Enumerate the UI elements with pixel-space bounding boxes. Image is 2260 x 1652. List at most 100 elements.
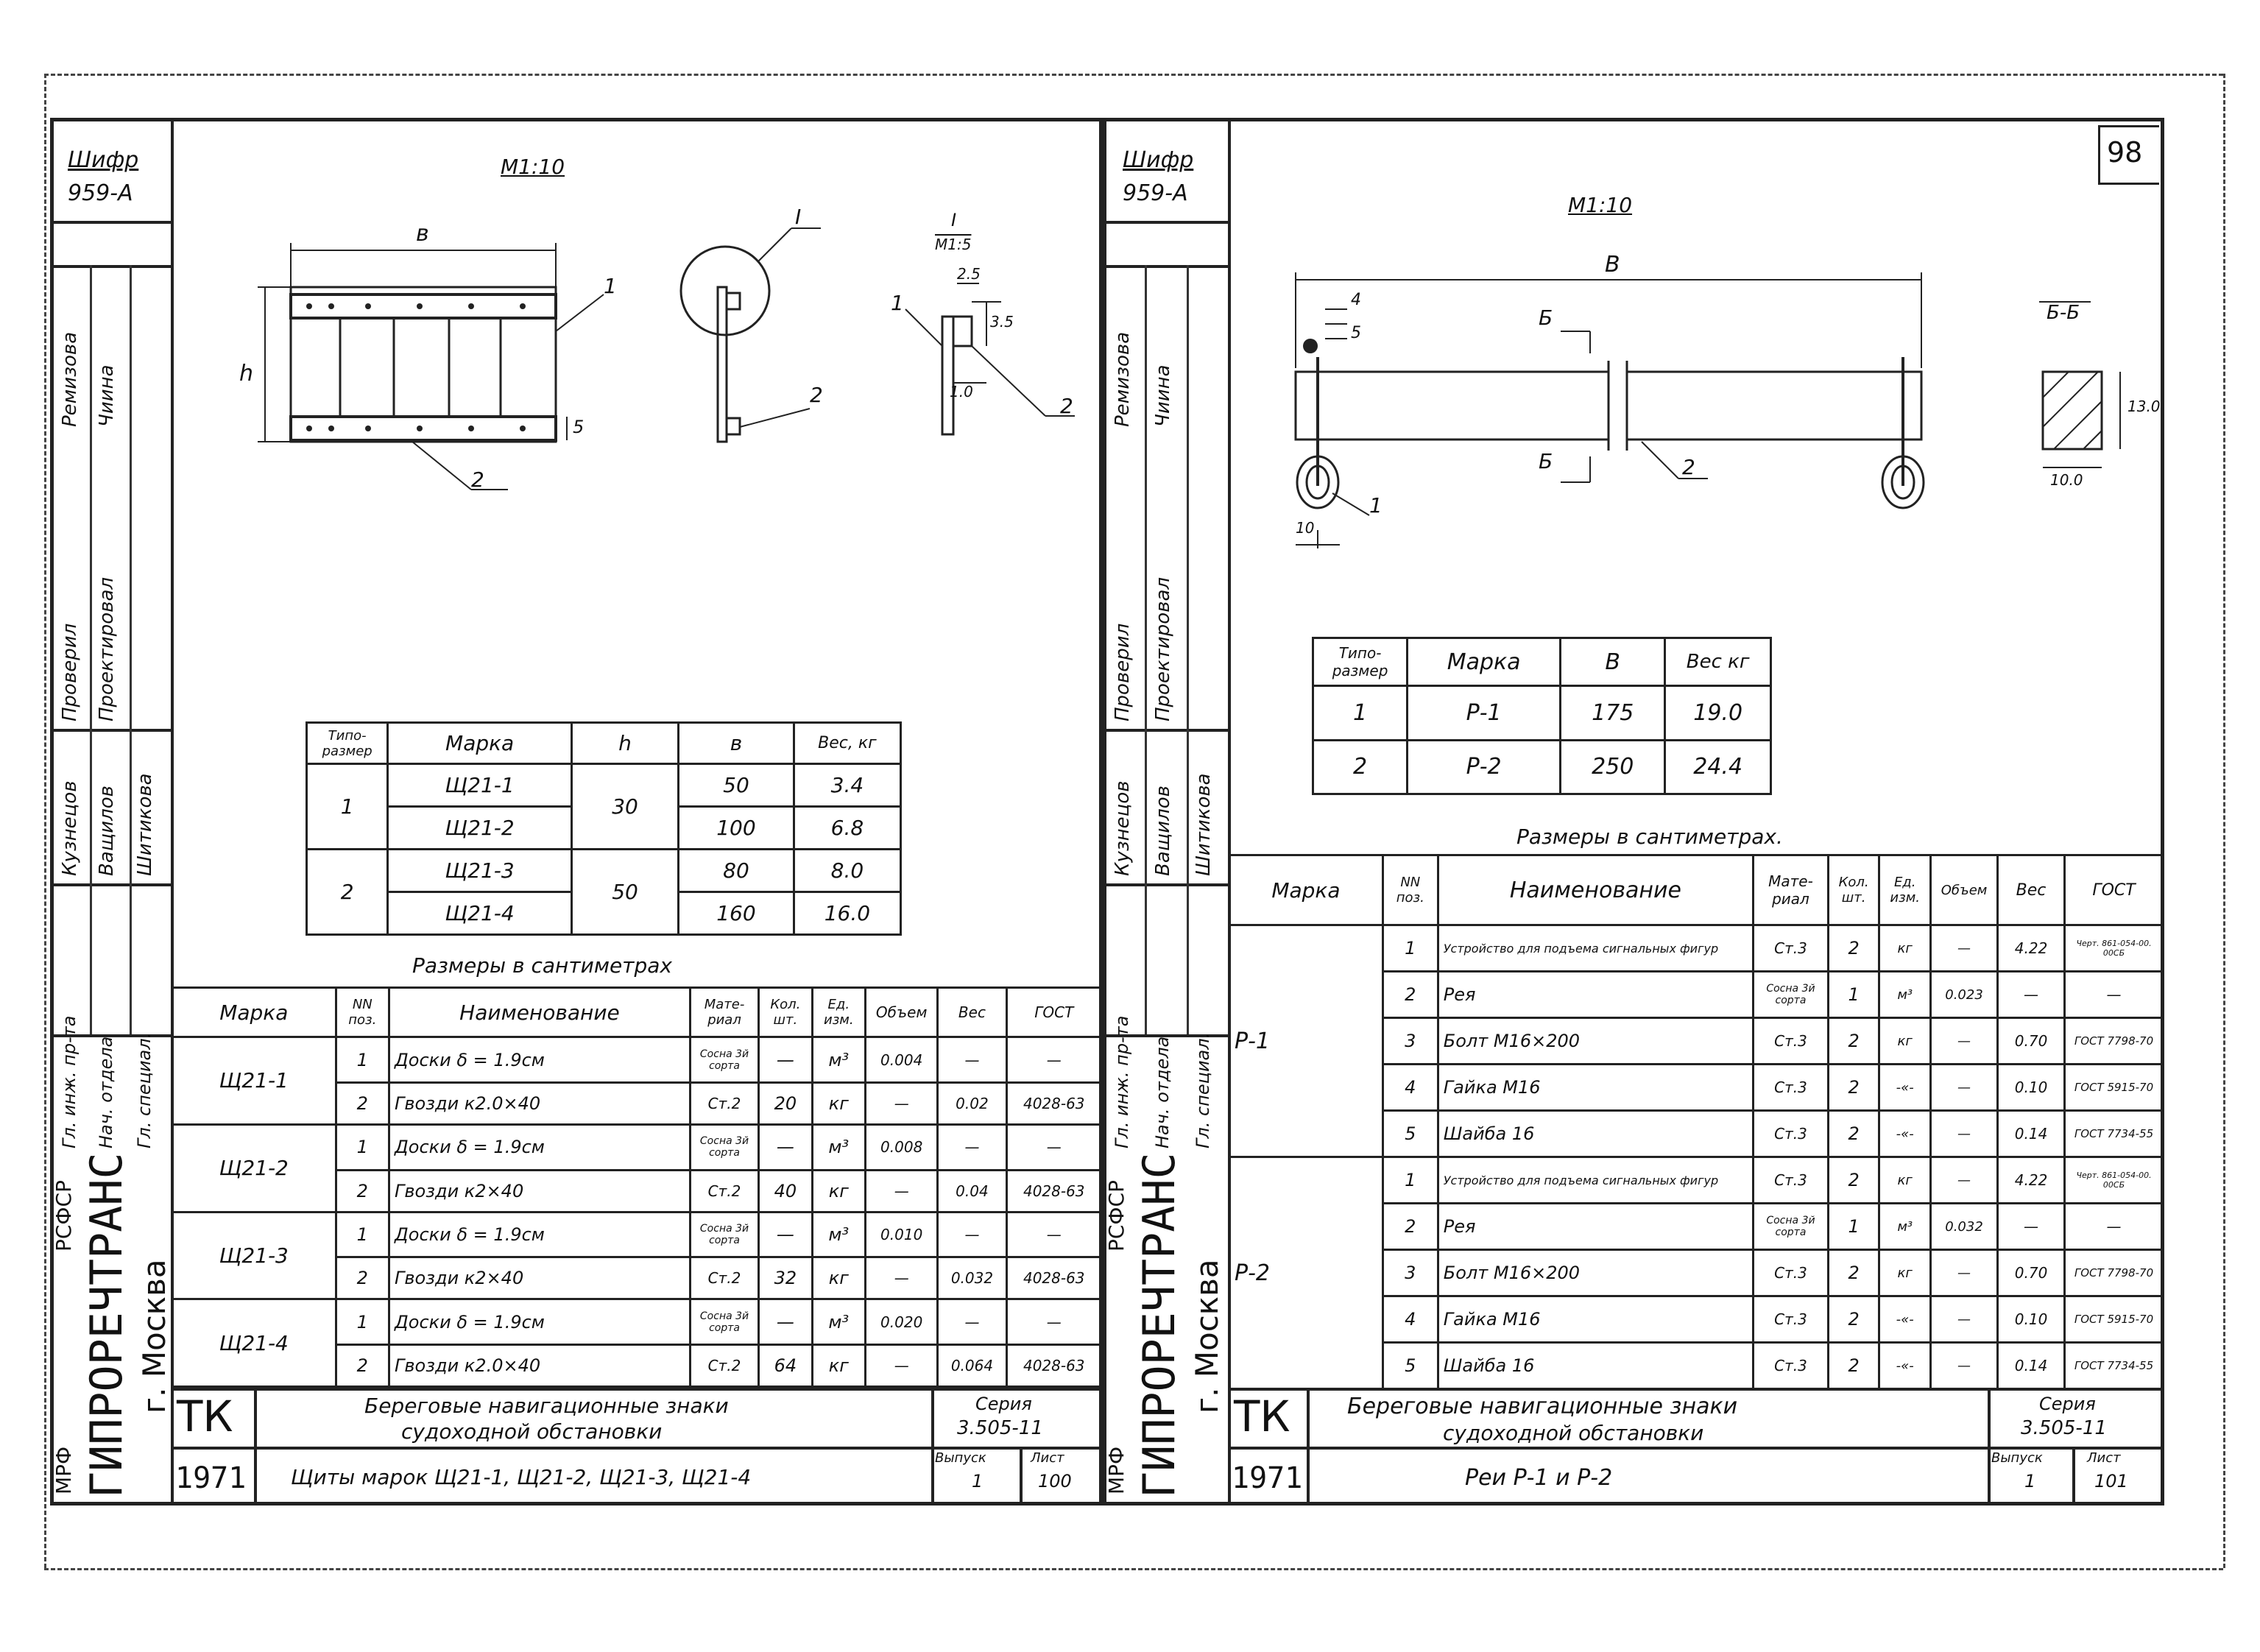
spec-cell: 0.004 xyxy=(864,1036,939,1084)
spec-cell: — xyxy=(1929,1063,1999,1112)
spec-cell: ГОСТ 7798-70 xyxy=(2063,1249,2164,1297)
spec-cell: — xyxy=(1929,924,1999,973)
spec-cell: Черт. 861-054-00. 00СБ xyxy=(2063,924,2164,973)
spec-cell: 1 xyxy=(1826,970,1881,1019)
spec-cell: — xyxy=(864,1256,939,1301)
spec-cell: Черт. 861-054-00. 00СБ xyxy=(2063,1156,2164,1204)
th: Вес кг xyxy=(1664,636,1772,688)
spec-cell: м³ xyxy=(811,1298,867,1346)
left-dim-10: 1.0 xyxy=(950,383,973,400)
right-size-table: Типо-размер Марка В Вес кг 1 Р-1 175 19.… xyxy=(1311,636,1772,796)
spec-cell: — xyxy=(2063,970,2164,1019)
right-series: 3.505-11 xyxy=(2021,1417,2107,1439)
left-sheet xyxy=(50,118,1103,1505)
right-tk: ТК xyxy=(1234,1391,1290,1441)
spec-cell: 4028-63 xyxy=(1005,1256,1103,1301)
spec-cell: ГОСТ 7798-70 xyxy=(2063,1017,2164,1065)
spec-cell: 2 xyxy=(1826,924,1881,973)
spec-cell: — xyxy=(758,1210,813,1259)
spec-cell: -«- xyxy=(1878,1109,1932,1158)
spec-cell: — xyxy=(1996,970,2066,1019)
spec-cell: 0.032 xyxy=(1929,1202,1999,1251)
right-dim-4: 4 xyxy=(1351,291,1361,309)
spec-cell: Щ21-3 xyxy=(171,1210,337,1301)
spec-cell: Ст.3 xyxy=(1752,1341,1829,1390)
th: Вес xyxy=(936,986,1008,1039)
spec-cell: 4028-63 xyxy=(1005,1344,1103,1388)
size-cell: 160 xyxy=(677,891,795,936)
spec-cell: — xyxy=(864,1081,939,1126)
left-side-divider xyxy=(171,118,174,1505)
size-cell: Щ21-1 xyxy=(386,763,573,808)
spec-cell: 2 xyxy=(1826,1017,1881,1065)
spec-cell: 0.008 xyxy=(864,1123,939,1171)
left-side-line xyxy=(50,221,172,224)
tb-div xyxy=(1988,1388,1991,1505)
left-series-label: Серия xyxy=(975,1394,1032,1414)
right-dim-b: В xyxy=(1605,252,1620,278)
left-title-1: Береговые навигационные знаки xyxy=(364,1394,729,1418)
spec-cell: Ст.3 xyxy=(1752,1249,1829,1297)
spec-cell: кг xyxy=(1878,1249,1932,1297)
th: Кол. шт. xyxy=(758,986,813,1039)
left-side-line xyxy=(50,1034,172,1037)
th: в xyxy=(677,721,795,765)
spec-cell: Ст.3 xyxy=(1752,1156,1829,1204)
left-detail-scale: М1:5 xyxy=(935,236,972,253)
left-year: 1971 xyxy=(175,1461,247,1495)
spec-cell: ГОСТ 7734-55 xyxy=(2063,1341,2164,1390)
spec-cell: 0.10 xyxy=(1996,1063,2066,1112)
left-detail-label: I xyxy=(795,205,802,229)
spec-cell: — xyxy=(758,1298,813,1346)
right-code-value: 959-А xyxy=(1123,180,1188,206)
spec-cell: 2 xyxy=(1826,1295,1881,1344)
spec-cell: Гвозди к2.0×40 xyxy=(388,1344,691,1388)
spec-cell: Ст.2 xyxy=(688,1344,760,1388)
th: Ед. изм. xyxy=(1878,854,1932,926)
spec-cell: 4.22 xyxy=(1996,924,2066,973)
right-dim-10: 10 xyxy=(1296,519,1315,537)
size-cell: Щ21-2 xyxy=(386,805,573,850)
th: Типо-размер xyxy=(305,721,389,765)
spec-cell: 4 xyxy=(1381,1295,1439,1344)
left-issue-label: Выпуск xyxy=(935,1450,986,1466)
spec-cell: 3 xyxy=(1381,1017,1439,1065)
spec-cell: — xyxy=(1929,1341,1999,1390)
right-sheet-label: Лист xyxy=(2087,1450,2121,1466)
right-spec-table: Марка NN поз. Наименование Мате-риал Кол… xyxy=(1228,854,2164,1390)
spec-cell: Доски δ = 1.9см xyxy=(388,1123,691,1171)
right-scale: М1:10 xyxy=(1568,193,1633,217)
spec-cell: Ст.2 xyxy=(688,1168,760,1213)
spec-cell: — xyxy=(864,1168,939,1213)
spec-cell: Шайба 16 xyxy=(1436,1109,1755,1158)
right-side-col xyxy=(1187,265,1189,1034)
spec-cell: — xyxy=(758,1036,813,1084)
size-cell: 2 xyxy=(1311,738,1409,796)
left-spec-table: Марка NN поз. Наименование Мате-риал Кол… xyxy=(171,986,1103,1388)
size-cell: 50 xyxy=(570,848,680,936)
spec-cell: — xyxy=(936,1123,1008,1171)
left-sheet-label: Лист xyxy=(1031,1450,1064,1466)
spec-cell: 5 xyxy=(1381,1109,1439,1158)
spec-cell: — xyxy=(936,1036,1008,1084)
spec-cell: Сосна 3й сорта xyxy=(688,1123,760,1171)
spec-cell: — xyxy=(936,1210,1008,1259)
left-dim-25: 2.5 xyxy=(957,265,981,283)
left-side-line xyxy=(50,883,172,886)
spec-cell: Доски δ = 1.9см xyxy=(388,1036,691,1084)
th: NN поз. xyxy=(1381,854,1439,926)
spec-cell: 1 xyxy=(334,1210,391,1259)
spec-cell: 2 xyxy=(1826,1156,1881,1204)
right-title-1: Береговые навигационные знаки xyxy=(1347,1394,1738,1419)
spec-cell: Щ21-2 xyxy=(171,1123,337,1213)
th: Мате-риал xyxy=(1752,854,1829,926)
size-cell: 30 xyxy=(570,763,680,850)
right-callout-2: 2 xyxy=(1682,455,1695,479)
spec-cell: Ст.3 xyxy=(1752,1295,1829,1344)
right-code-label: Шифр xyxy=(1123,147,1194,173)
right-cut-line xyxy=(2223,74,2225,1568)
left-title-2: судоходной обстановки xyxy=(401,1419,663,1444)
spec-cell: 0.14 xyxy=(1996,1109,2066,1158)
spec-cell: 20 xyxy=(758,1081,813,1126)
